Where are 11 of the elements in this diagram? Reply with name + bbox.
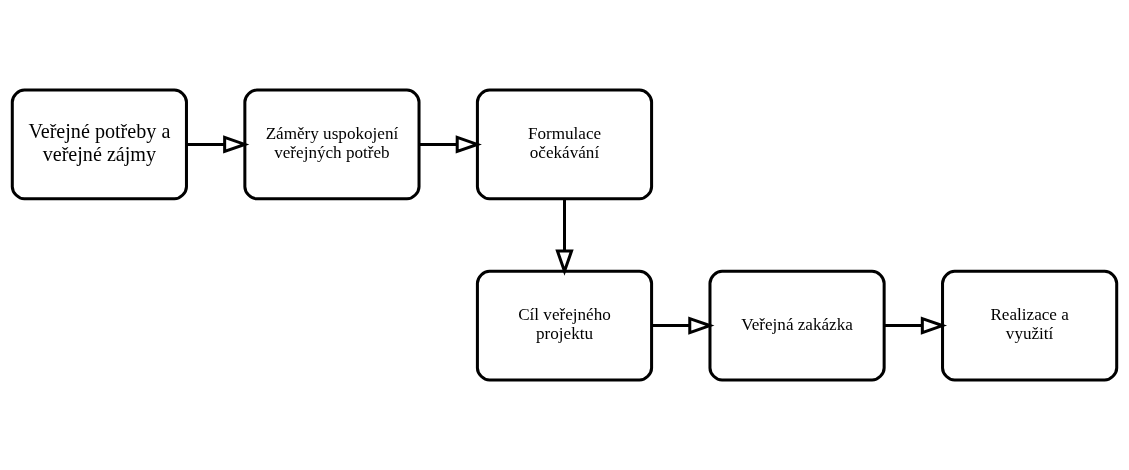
- node-box: Formulace očekávání: [475, 88, 654, 201]
- node-box: Cíl veřejného projektu: [475, 269, 654, 382]
- node-box: Veřejné potřeby a veřejné zájmy: [10, 88, 188, 201]
- node-box: Realizace a využití: [941, 269, 1119, 382]
- arrow: [186, 135, 250, 154]
- node-box: Záměry uspokojení veřejných potřeb: [243, 88, 421, 201]
- node-box: Veřejná zakázka: [708, 269, 886, 382]
- arrow: [651, 316, 715, 335]
- arrow: [884, 316, 948, 335]
- arrow: [555, 199, 574, 276]
- arrow: [419, 135, 482, 154]
